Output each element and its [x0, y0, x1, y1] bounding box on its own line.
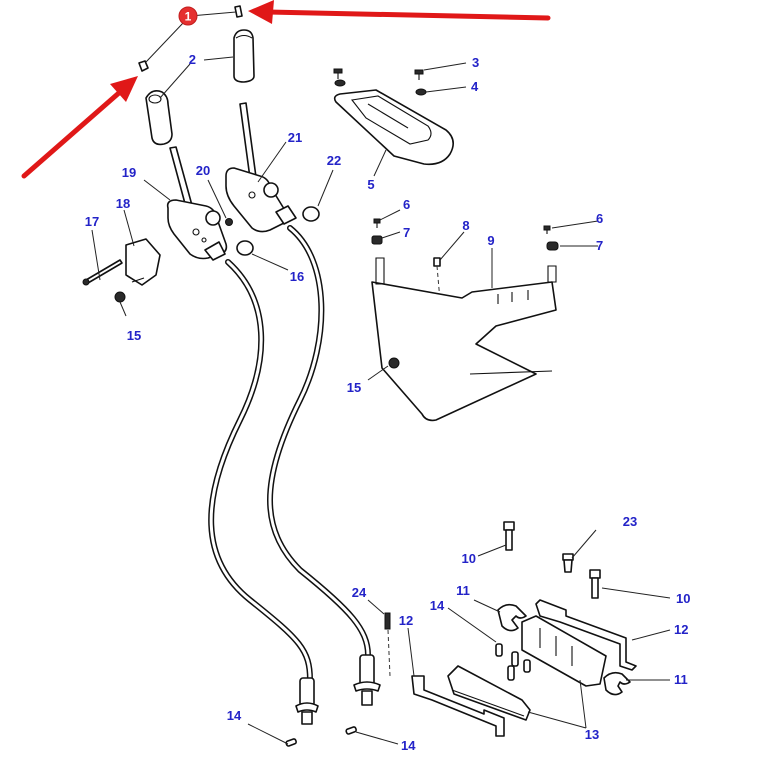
part-10-bolt-lower[interactable]	[589, 569, 601, 599]
callout-10-upper[interactable]: 10	[462, 551, 476, 566]
part-24-screw[interactable]	[384, 612, 391, 630]
callout-2[interactable]: 2	[189, 52, 196, 67]
callout-8[interactable]: 8	[462, 218, 469, 233]
callout-11-upper[interactable]: 11	[456, 583, 470, 598]
part-7-clip-left[interactable]	[371, 235, 383, 245]
part-4-washer-right[interactable]	[415, 88, 427, 96]
part-17-rod[interactable]	[82, 259, 123, 286]
part-21-lever-right[interactable]	[225, 102, 297, 233]
part-1-pin-right[interactable]	[234, 5, 243, 18]
part-4-washer-left[interactable]	[334, 79, 346, 87]
part-23-bolt[interactable]	[562, 553, 574, 573]
callout-13[interactable]: 13	[585, 727, 599, 742]
callout-22[interactable]: 22	[327, 153, 341, 168]
callout-14-right[interactable]: 14	[401, 738, 416, 753]
part-12-plate-left[interactable]	[411, 675, 505, 737]
part-11-clip-lower[interactable]	[603, 671, 631, 696]
part-9-bracket[interactable]	[371, 257, 557, 422]
callout-16[interactable]: 16	[290, 269, 304, 284]
part-20-nut[interactable]	[225, 218, 233, 226]
assembly-line-24	[387, 629, 391, 677]
callout-21[interactable]: 21	[288, 130, 302, 145]
part-7-clip-right[interactable]	[546, 241, 559, 251]
part-14-pin-left[interactable]	[285, 738, 297, 747]
cable-left[interactable]	[208, 259, 313, 683]
part-22-cap[interactable]	[302, 206, 320, 222]
cable-right[interactable]	[267, 225, 371, 658]
callout-19[interactable]: 19	[122, 165, 136, 180]
highlight-badge[interactable]: 1	[178, 6, 198, 26]
part-1-pin-left[interactable]	[138, 60, 149, 72]
callout-labels: 2 3 4 5 6 6 7 7 8 9 10 10 11 11 12 12 13…	[85, 52, 691, 753]
part-16-cap[interactable]	[236, 240, 254, 256]
badge-number: 1	[185, 10, 192, 24]
callout-23[interactable]: 23	[623, 514, 637, 529]
part-14-pin-right[interactable]	[345, 726, 357, 735]
part-19-lever-left[interactable]	[166, 146, 228, 261]
callout-18[interactable]: 18	[116, 196, 130, 211]
part-14-pins-group[interactable]	[495, 643, 531, 681]
callout-12-left[interactable]: 12	[399, 613, 413, 628]
callout-15-right[interactable]: 15	[347, 380, 361, 395]
cable-end-left[interactable]	[295, 677, 319, 725]
part-18-bracket[interactable]	[125, 238, 161, 286]
part-15-nut-right[interactable]	[388, 357, 400, 369]
callout-4[interactable]: 4	[471, 79, 479, 94]
callout-7-left[interactable]: 7	[403, 225, 410, 240]
callout-14-left[interactable]: 14	[227, 708, 242, 723]
cable-end-right[interactable]	[353, 654, 381, 706]
part-8-bolt[interactable]	[433, 257, 441, 267]
callout-9[interactable]: 9	[487, 233, 494, 248]
callout-11-lower[interactable]: 11	[674, 672, 688, 687]
part-3-screw-right[interactable]	[414, 69, 424, 80]
leader-lines	[91, 11, 671, 745]
part-2-knob-right[interactable]	[233, 29, 255, 83]
part-2-knob-left[interactable]	[145, 90, 173, 146]
callout-12-right[interactable]: 12	[674, 622, 688, 637]
part-13-block-lower[interactable]	[447, 665, 531, 721]
callout-17[interactable]: 17	[85, 214, 99, 229]
part-11-clip-upper[interactable]	[497, 603, 527, 632]
callout-5[interactable]: 5	[367, 177, 374, 192]
callout-24[interactable]: 24	[352, 585, 367, 600]
part-5-cover-plate[interactable]	[333, 89, 454, 166]
part-6-screw-left[interactable]	[373, 218, 381, 228]
arrow-to-part-1-left	[21, 76, 138, 179]
callout-3[interactable]: 3	[472, 55, 479, 70]
callout-7-right[interactable]: 7	[596, 238, 603, 253]
part-12-plate-right[interactable]	[535, 599, 637, 671]
arrow-to-part-1-right	[248, 0, 551, 24]
part-15-nut-left[interactable]	[114, 291, 126, 303]
callout-15-left[interactable]: 15	[127, 328, 141, 343]
callout-20[interactable]: 20	[196, 163, 210, 178]
callout-6-right[interactable]: 6	[596, 211, 603, 226]
callout-6-left[interactable]: 6	[403, 197, 410, 212]
part-13-block-upper[interactable]	[521, 615, 607, 687]
part-3-screw-left[interactable]	[333, 68, 343, 79]
part-10-bolt-upper[interactable]	[503, 521, 515, 551]
part-6-screw-right[interactable]	[543, 225, 551, 234]
callout-14-upper[interactable]: 14	[430, 598, 445, 613]
callout-10-lower[interactable]: 10	[676, 591, 690, 606]
